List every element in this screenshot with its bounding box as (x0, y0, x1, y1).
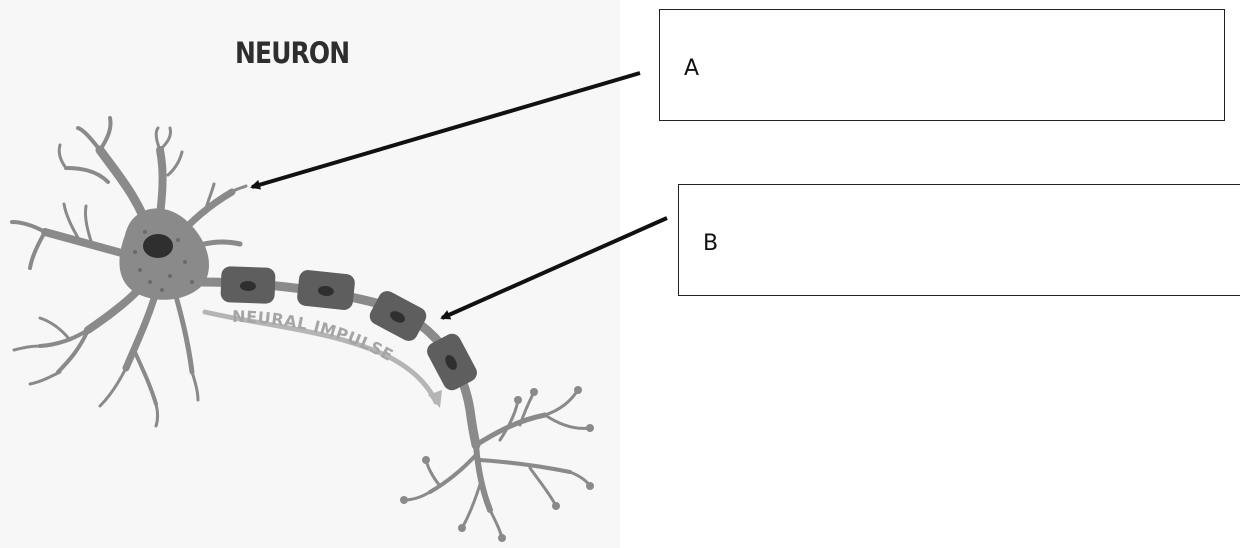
label-box-a[interactable]: A (659, 9, 1225, 121)
myelin-sheaths (220, 266, 477, 391)
myelin-segment (427, 333, 477, 391)
myelin-segment (220, 266, 276, 304)
impulse-arrowhead (428, 390, 442, 408)
axon-terminals (402, 388, 592, 540)
soma-speckles (133, 230, 194, 292)
neuron-illustration: NEURAL IMPULSE (10, 116, 594, 542)
diagram-title: NEURON (235, 36, 350, 70)
impulse-arrow (202, 309, 439, 405)
myelin-segment (297, 270, 355, 310)
nucleus (143, 234, 173, 258)
label-box-b[interactable]: B (678, 184, 1240, 296)
myelin-segment (369, 291, 427, 341)
label-letter-b: B (703, 231, 719, 256)
terminal-knobs (400, 386, 594, 542)
label-letter-a: A (684, 56, 700, 81)
